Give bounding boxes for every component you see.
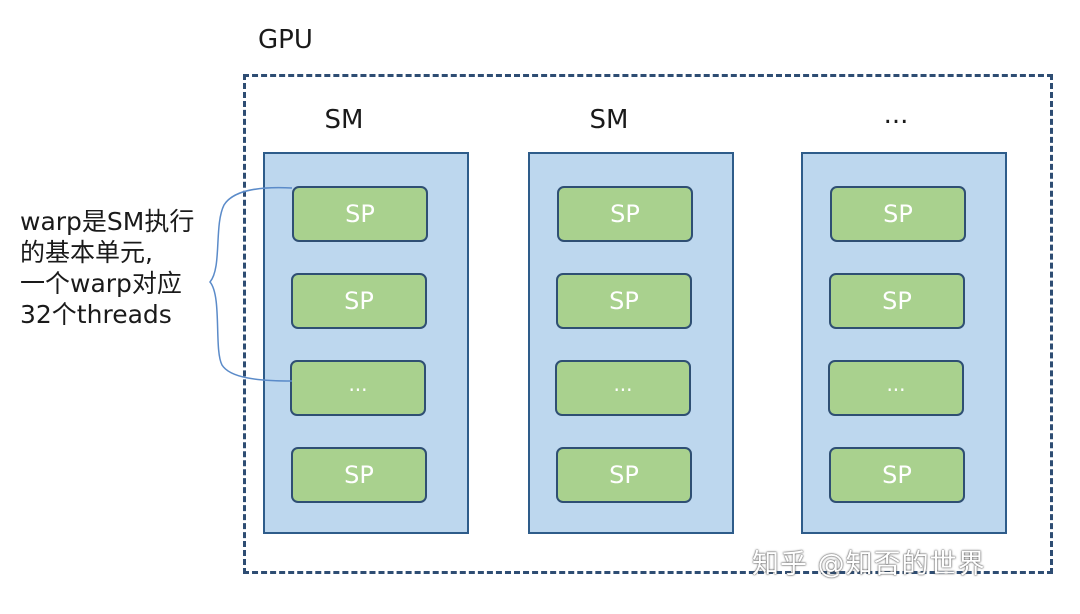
sm-label-2: SM: [589, 105, 629, 135]
gpu-label: GPU: [258, 25, 313, 55]
warp-annotation-line: warp是SM执行: [20, 207, 195, 236]
sp-unit: SP: [557, 186, 693, 242]
sp-unit-ellipsis: ...: [290, 360, 426, 416]
sp-unit: SP: [829, 273, 965, 329]
sp-unit: SP: [291, 273, 427, 329]
sp-unit: SP: [829, 447, 965, 503]
warp-annotation: warp是SM执行 的基本单元, 一个warp对应 32个threads: [20, 206, 230, 330]
sp-unit: SP: [291, 447, 427, 503]
sp-unit-ellipsis: ...: [555, 360, 691, 416]
sp-unit: SP: [830, 186, 966, 242]
warp-annotation-line: 32个threads: [20, 300, 172, 329]
sp-unit-ellipsis: ...: [828, 360, 964, 416]
watermark: 知乎 @知否的世界: [752, 549, 986, 580]
sp-unit: SP: [556, 273, 692, 329]
warp-annotation-line: 一个warp对应: [20, 269, 182, 298]
sp-unit: SP: [292, 186, 428, 242]
sm-label-1: SM: [324, 105, 364, 135]
sm-label-3: ...: [883, 100, 909, 130]
warp-annotation-line: 的基本单元,: [20, 238, 153, 267]
gpu-container: [243, 74, 1053, 574]
sp-unit: SP: [556, 447, 692, 503]
